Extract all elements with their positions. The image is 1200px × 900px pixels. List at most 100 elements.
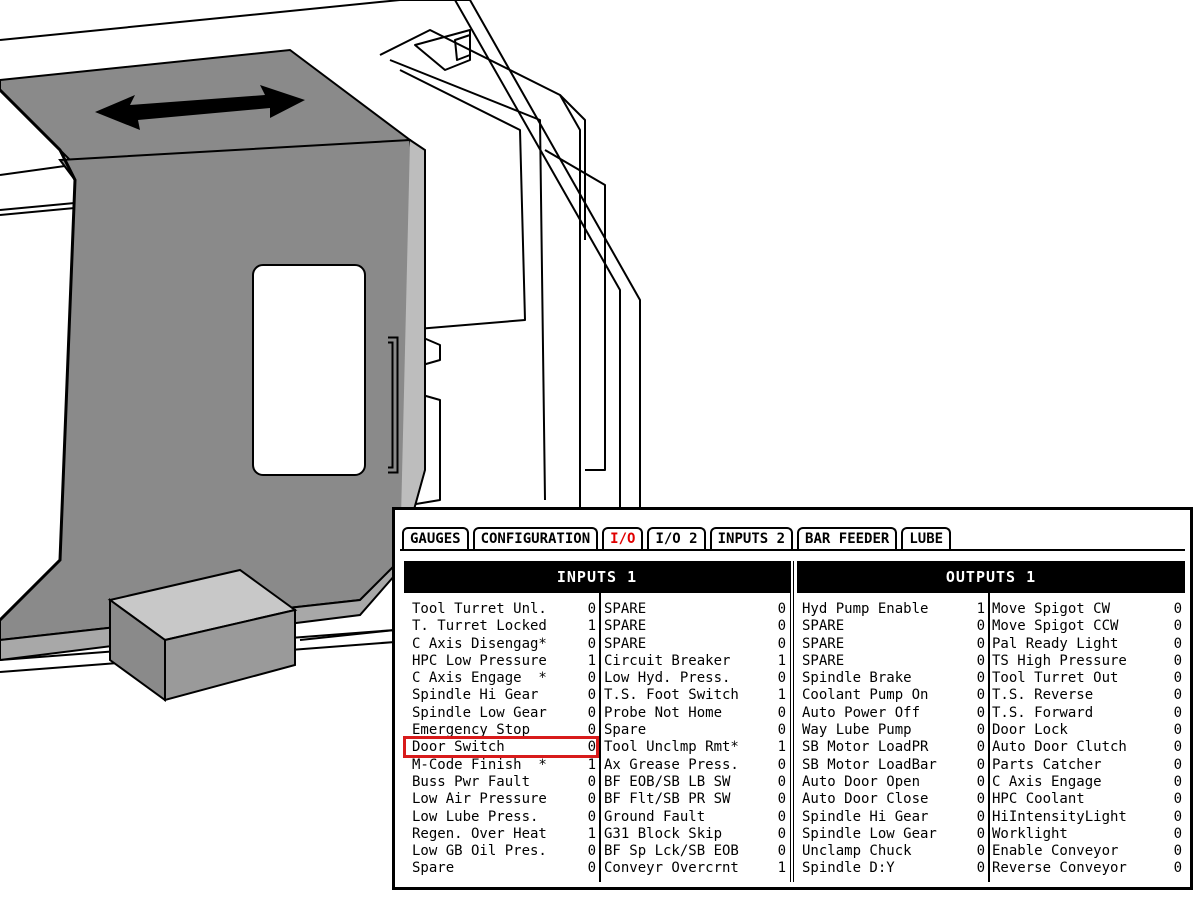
- io-row: Auto Power Off 0: [802, 705, 985, 722]
- io-label: Unclamp Chuck: [802, 843, 912, 860]
- io-label: SPARE: [604, 618, 647, 635]
- tab-bar: GAUGES CONFIGURATION I/O I/O 2 INPUTS 2 …: [402, 523, 955, 549]
- outputs-header: OUTPUTS 1: [797, 561, 1185, 593]
- io-label: Ax Grease Press.: [604, 756, 739, 773]
- io-row: Spare 0: [604, 722, 786, 739]
- io-value: 0: [587, 670, 596, 687]
- io-row: Tool Unclmp Rmt*1: [604, 739, 786, 756]
- io-label: HPC Coolant: [992, 791, 1085, 808]
- io-value: 0: [976, 687, 985, 704]
- io-label: Tool Turret Unl.: [412, 601, 547, 617]
- io-value: 1: [777, 860, 786, 877]
- column-divider: [599, 593, 601, 882]
- io-value: 0: [587, 791, 596, 808]
- io-label: Low Hyd. Press.: [604, 670, 731, 687]
- io-label: SPARE: [802, 652, 845, 669]
- io-value: 1: [777, 652, 786, 669]
- tab-gauges[interactable]: GAUGES: [402, 527, 469, 549]
- tab-inputs-2[interactable]: INPUTS 2: [709, 527, 794, 549]
- io-value: 0: [976, 739, 985, 756]
- inputs-header: INPUTS 1: [404, 561, 790, 593]
- io-row: SB Motor LoadPR 0: [802, 739, 985, 756]
- io-value: 0: [1173, 860, 1182, 877]
- tab-io[interactable]: I/O: [602, 527, 644, 549]
- io-value: 0: [1173, 756, 1182, 773]
- io-value: 0: [1173, 773, 1182, 790]
- io-label: Spare: [604, 722, 647, 739]
- io-label: Door Lock: [992, 722, 1068, 739]
- io-value: 0: [587, 635, 596, 652]
- io-label: Coolant Pump On: [802, 687, 929, 704]
- io-value: 0: [976, 825, 985, 842]
- io-label: TS High Pressure: [992, 652, 1127, 669]
- io-row: Reverse Conveyor 0: [992, 860, 1182, 877]
- io-value: 0: [976, 791, 985, 808]
- io-value: 0: [777, 722, 786, 739]
- io-value: 0: [1173, 808, 1182, 825]
- io-label: SB Motor LoadPR: [802, 739, 929, 756]
- tab-io-2[interactable]: I/O 2: [647, 527, 706, 549]
- io-label: Worklight: [992, 825, 1068, 842]
- io-value: 0: [976, 704, 985, 721]
- io-label: Spindle Low Gear: [412, 704, 547, 721]
- io-label: Move Spigot CW: [992, 601, 1111, 617]
- io-value: 0: [777, 601, 786, 617]
- io-value: 0: [587, 843, 596, 860]
- io-label: SPARE: [802, 618, 845, 635]
- io-label: Regen. Over Heat: [412, 825, 547, 842]
- io-label: Spindle Hi Gear: [412, 687, 539, 704]
- io-label: Spindle Hi Gear: [802, 808, 929, 825]
- io-value: 1: [587, 652, 596, 669]
- io-label: Auto Power Off: [802, 704, 921, 721]
- tab-bar-feeder[interactable]: BAR FEEDER: [797, 527, 898, 549]
- io-value: 1: [587, 756, 596, 773]
- tab-configuration[interactable]: CONFIGURATION: [472, 527, 599, 549]
- io-value: 1: [777, 739, 786, 756]
- io-value: 0: [587, 601, 596, 617]
- io-row: M-Code Finish *1: [412, 757, 596, 774]
- io-label: SPARE: [604, 601, 647, 617]
- io-value: 1: [777, 687, 786, 704]
- io-value: 0: [976, 722, 985, 739]
- io-label: Low Lube Press.: [412, 808, 539, 825]
- io-value: 0: [777, 635, 786, 652]
- io-label: Emergency Stop: [412, 722, 531, 739]
- io-label: Door Switch: [412, 739, 505, 756]
- io-label: Low GB Oil Pres.: [412, 843, 547, 860]
- io-value: 0: [587, 687, 596, 704]
- io-value: 0: [1173, 739, 1182, 756]
- io-label: Reverse Conveyor: [992, 860, 1127, 877]
- io-label: Ground Fault: [604, 808, 706, 825]
- io-label: SPARE: [604, 635, 647, 652]
- io-value: 0: [777, 825, 786, 842]
- io-label: C Axis Disengag*: [412, 635, 547, 652]
- io-row: C Axis Engage *0: [412, 670, 596, 687]
- io-label: Pal Ready Light: [992, 635, 1119, 652]
- io-row: SPARE 0: [604, 636, 786, 653]
- io-label: Conveyr Overcrnt: [604, 860, 739, 877]
- tab-lube[interactable]: LUBE: [901, 527, 952, 549]
- io-value: 0: [777, 843, 786, 860]
- tab-underline: [400, 549, 1185, 551]
- io-label: Hyd Pump Enable: [802, 601, 929, 617]
